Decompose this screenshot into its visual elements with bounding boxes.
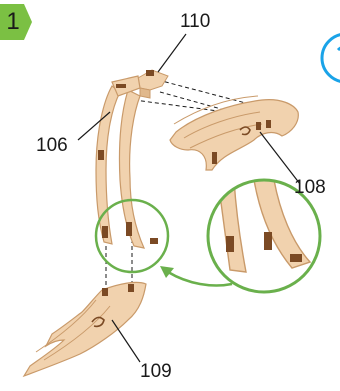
step-number: 1: [0, 7, 26, 37]
info-icon: [322, 34, 340, 82]
part-110-connector: [138, 70, 168, 98]
label-part-110: 110: [180, 12, 210, 32]
part-108-wing: [170, 96, 298, 170]
label-part-109: 109: [140, 362, 172, 382]
label-part-106: 106: [36, 136, 68, 156]
part-109-wing: [24, 282, 146, 376]
label-part-108: 108: [294, 178, 326, 198]
